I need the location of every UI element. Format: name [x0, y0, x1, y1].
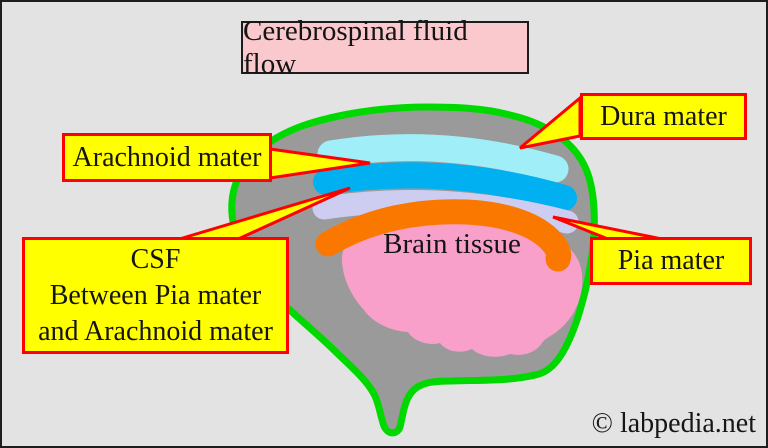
dura-mater-label-text: Dura mater [600, 100, 727, 132]
csf-label-line1: CSF [130, 243, 181, 275]
pia-mater-label: Pia mater [590, 237, 752, 285]
title-box: Cerebrospinal fluid flow [241, 15, 529, 80]
pia-mater-label-text: Pia mater [617, 245, 725, 276]
dura-mater-label: Dura mater [580, 93, 747, 140]
page-title: Cerebrospinal fluid flow [243, 14, 468, 80]
csf-label: CSF Between Pia mater and Arachnoid mate… [22, 237, 289, 354]
brain-tissue-label: Brain tissue [383, 228, 521, 260]
arachnoid-mater-label-text: Arachnoid mater [72, 141, 262, 173]
brain-tissue-shape [341, 221, 583, 357]
pia-mater-layer [315, 199, 572, 272]
dura-mater-layer [317, 134, 569, 183]
arachnoid-mater-label: Arachnoid mater [62, 133, 272, 182]
arachnoid-mater-layer [313, 162, 577, 211]
csf-label-line3: and Arachnoid mater [38, 315, 273, 347]
csf-label-line2: Between Pia mater [49, 279, 262, 311]
copyright-watermark: © labpedia.net [591, 408, 756, 439]
